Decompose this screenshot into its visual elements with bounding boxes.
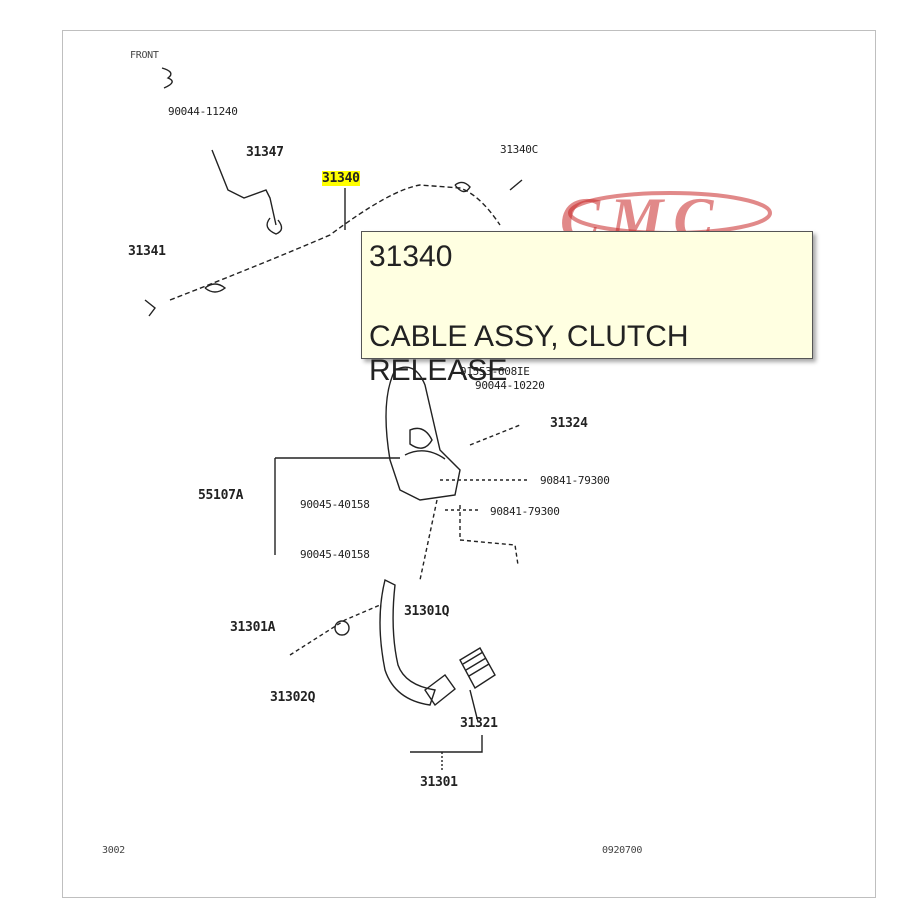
bracket-31347 [211,149,277,226]
fitting-31340c [509,179,523,191]
front-arrow-icon [161,67,173,89]
part-label-55107a[interactable]: 55107A [198,488,244,503]
clip-31341 [144,299,156,317]
spring-31324 [469,424,521,446]
part-label-31302q[interactable]: 31302Q [270,690,316,705]
footer-right-code: 0920700 [602,845,643,856]
part-tooltip: 31340 CABLE ASSY, CLUTCH RELEASE [361,231,813,387]
part-label-31301q[interactable]: 31301Q [404,604,450,619]
part-label-90045-40158-a[interactable]: 90045-40158 [300,498,370,511]
part-label-91553-608ie[interactable]: 91553-608IE [460,365,530,378]
pedal-bracket-55107a [385,366,461,501]
cable-31340 [169,184,501,301]
part-label-31340[interactable]: 31340 [322,171,360,186]
pedal-pad-31321 [459,647,496,690]
part-label-90044-10220[interactable]: 90044-10220 [475,379,545,392]
front-mark-label: FRONT [130,50,159,61]
part-label-90044-11240[interactable]: 90044-11240 [168,105,238,118]
part-label-31340c[interactable]: 31340C [500,143,538,156]
part-label-31301a[interactable]: 31301A [230,620,276,635]
tooltip-part-description: CABLE ASSY, CLUTCH RELEASE [369,320,689,387]
part-label-90841-79300-a[interactable]: 90841-79300 [540,474,610,487]
bushing-31301a [334,620,350,636]
part-label-90045-40158-b[interactable]: 90045-40158 [300,548,370,561]
part-label-31324[interactable]: 31324 [550,416,588,431]
part-label-31321[interactable]: 31321 [460,716,498,731]
footer-left-code: 3002 [102,845,125,856]
pedal-arm-31301 [379,578,436,706]
part-label-90841-79300-b[interactable]: 90841-79300 [490,505,560,518]
part-label-31341[interactable]: 31341 [128,244,166,259]
part-label-31301[interactable]: 31301 [420,775,458,790]
tooltip-part-number: 31340 [369,240,453,273]
diagram-frame [62,30,876,898]
part-label-31347[interactable]: 31347 [246,145,284,160]
